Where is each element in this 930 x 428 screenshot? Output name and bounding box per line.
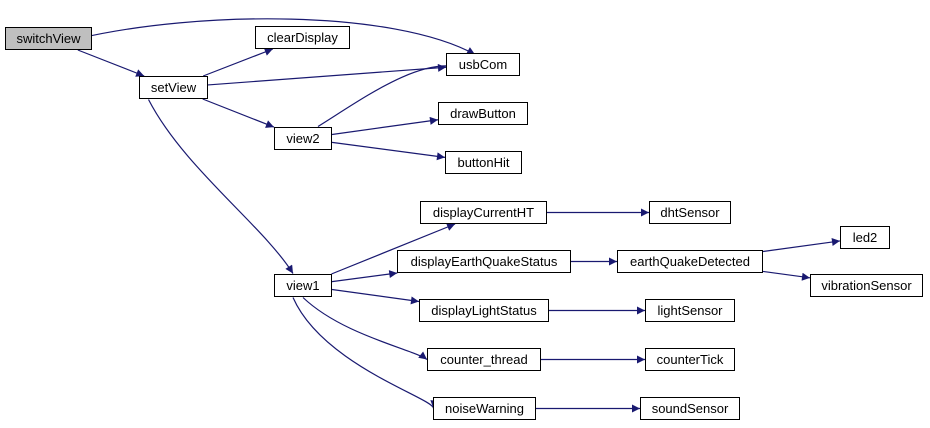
node-led2[interactable]: led2 <box>840 226 890 249</box>
node-switchView[interactable]: switchView <box>5 27 92 50</box>
edge-earthQuakeDetected-to-vibrationSensor <box>762 270 811 281</box>
edge-view2-to-buttonHit <box>331 141 446 161</box>
node-counterTick[interactable]: counterTick <box>645 348 735 371</box>
edge-setView-to-clearDisplay <box>202 48 274 77</box>
node-vibrationSensor[interactable]: vibrationSensor <box>810 274 923 297</box>
node-clearDisplay[interactable]: clearDisplay <box>255 26 350 49</box>
node-setView[interactable]: setView <box>139 76 208 99</box>
edge-setView-to-view1 <box>147 99 294 274</box>
edge-switchView-to-usbCom <box>78 18 476 56</box>
edge-view1-to-displayLightStatus <box>331 288 420 305</box>
node-usbCom[interactable]: usbCom <box>446 53 520 76</box>
edge-switchView-to-setView <box>77 49 145 77</box>
node-displayLightStatus[interactable]: displayLightStatus <box>419 299 549 322</box>
node-buttonHit[interactable]: buttonHit <box>445 151 522 174</box>
edges-layer <box>77 18 841 413</box>
node-displayCurrentHT[interactable]: displayCurrentHT <box>420 201 547 224</box>
edge-setView-to-usbCom <box>207 63 447 86</box>
edge-view1-to-displayEarthQuakeStatus <box>331 270 398 283</box>
node-drawButton[interactable]: drawButton <box>438 102 528 125</box>
node-dhtSensor[interactable]: dhtSensor <box>649 201 731 224</box>
node-view2[interactable]: view2 <box>274 127 332 150</box>
edge-earthQuakeDetected-to-led2 <box>762 238 841 253</box>
edge-setView-to-view2 <box>202 98 275 128</box>
edge-view1-to-counter_thread <box>302 297 428 360</box>
node-soundSensor[interactable]: soundSensor <box>640 397 740 420</box>
node-displayEarthQuakeStatus[interactable]: displayEarthQuakeStatus <box>397 250 571 273</box>
node-noiseWarning[interactable]: noiseWarning <box>433 397 536 420</box>
edge-view1-to-noiseWarning <box>292 297 439 409</box>
edge-view2-to-drawButton <box>331 116 439 136</box>
node-earthQuakeDetected[interactable]: earthQuakeDetected <box>617 250 763 273</box>
node-counter_thread[interactable]: counter_thread <box>427 348 541 371</box>
node-view1[interactable]: view1 <box>274 274 332 297</box>
node-lightSensor[interactable]: lightSensor <box>645 299 735 322</box>
edge-view1-to-displayCurrentHT <box>331 223 456 275</box>
